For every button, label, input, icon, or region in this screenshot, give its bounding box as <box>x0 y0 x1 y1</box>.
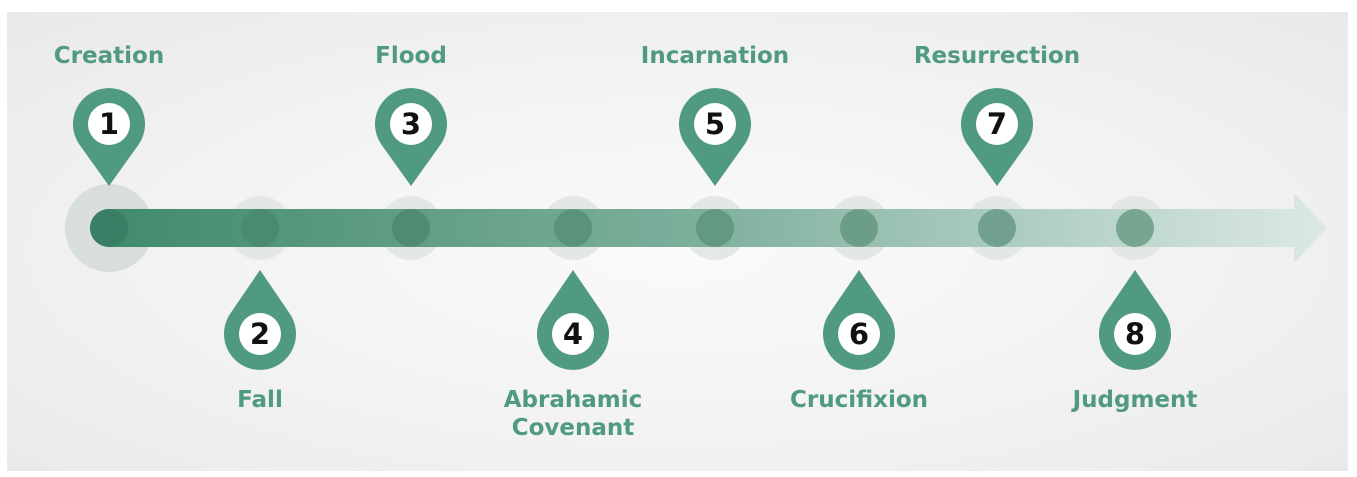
event-6-number: 6 <box>849 317 869 351</box>
event-1-label: Creation <box>53 43 165 69</box>
event-3-label: Flood <box>375 43 447 69</box>
event-6-pin: 6 <box>823 270 895 370</box>
event-4-number: 4 <box>563 317 583 351</box>
event-2-dot <box>241 209 279 247</box>
event-1-pin: 1 <box>73 88 145 186</box>
event-1-number: 1 <box>99 107 119 141</box>
event-4-dot <box>554 209 592 247</box>
event-7-dot <box>978 209 1016 247</box>
event-4-label: Abrahamic Covenant <box>503 387 643 441</box>
event-6-dot <box>840 209 878 247</box>
event-8-dot <box>1116 209 1154 247</box>
event-5-dot <box>696 209 734 247</box>
event-5-number: 5 <box>705 107 725 141</box>
event-6-label: Crucifixion <box>789 387 929 413</box>
event-5-label: Incarnation <box>640 43 790 69</box>
event-2-label: Fall <box>237 387 283 413</box>
event-8-number: 8 <box>1125 317 1145 351</box>
event-2-number: 2 <box>250 317 270 351</box>
event-3-dot <box>392 209 430 247</box>
timeline-graphic: 1 2 3 4 5 6 7 8 <box>65 88 1327 370</box>
event-2-pin: 2 <box>224 270 296 370</box>
event-3-number: 3 <box>401 107 421 141</box>
event-8-label: Judgment <box>1072 387 1198 413</box>
event-5-pin: 5 <box>679 88 752 186</box>
event-1-dot <box>90 209 128 247</box>
event-7-pin: 7 <box>961 88 1033 186</box>
event-7-label: Resurrection <box>913 43 1081 69</box>
event-3-pin: 3 <box>375 88 447 186</box>
event-7-number: 7 <box>987 107 1007 141</box>
event-4-pin: 4 <box>537 270 610 370</box>
event-8-pin: 8 <box>1099 270 1171 370</box>
